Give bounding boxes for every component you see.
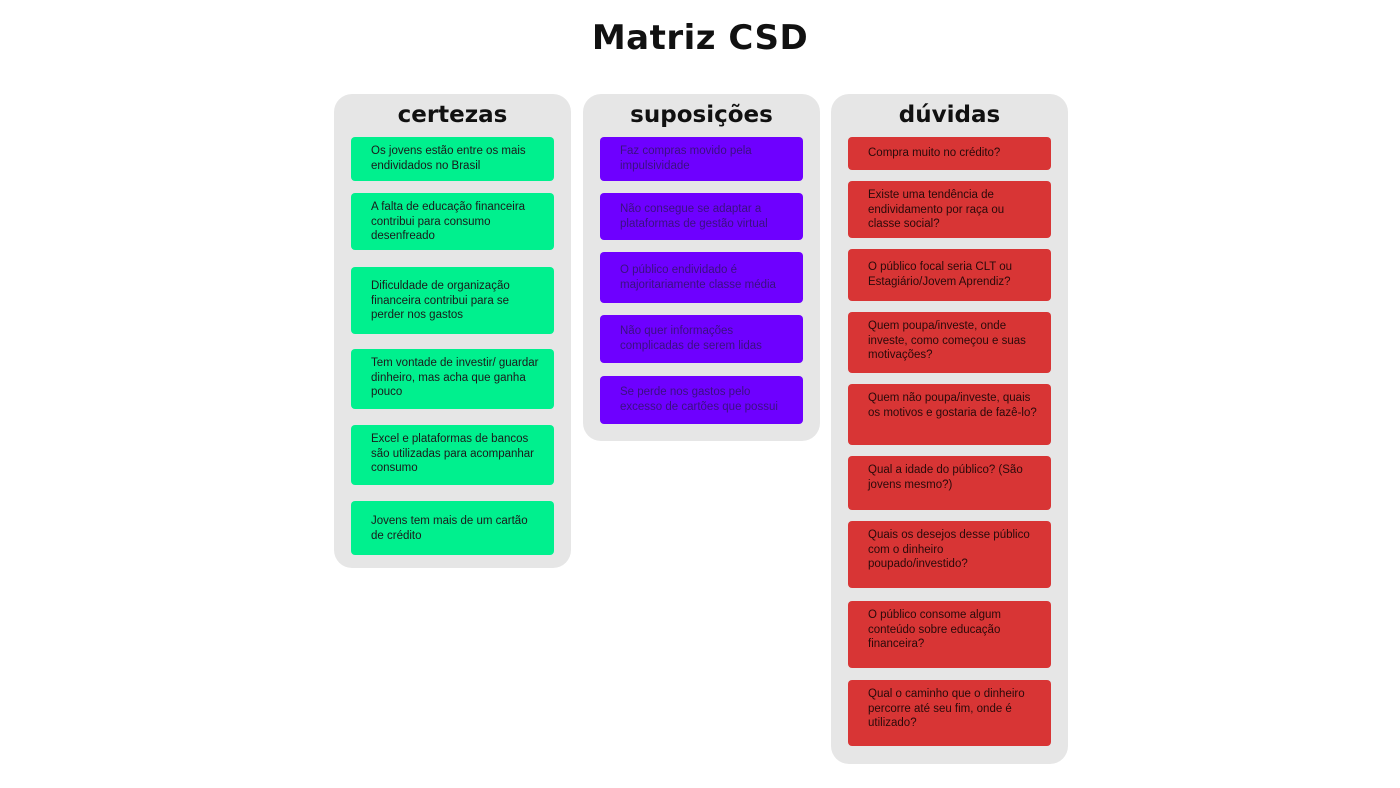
certeza-card[interactable]: Tem vontade de investir/ guardar dinheir… (351, 349, 554, 409)
duvida-card[interactable]: Qual a idade do público? (São jovens mes… (848, 456, 1051, 510)
suposicao-card[interactable]: O público endividado é majoritariamente … (600, 252, 803, 303)
suposicao-card[interactable]: Não quer informações complicadas de sere… (600, 315, 803, 363)
suposicao-card[interactable]: Faz compras movido pela impulsividade (600, 137, 803, 181)
duvida-card[interactable]: O público consome algum conteúdo sobre e… (848, 601, 1051, 668)
suposicao-card[interactable]: Não consegue se adaptar a plataformas de… (600, 193, 803, 240)
duvida-card[interactable]: Quem poupa/investe, onde investe, como c… (848, 312, 1051, 373)
certeza-card[interactable]: A falta de educação financeira contribui… (351, 193, 554, 250)
duvida-card[interactable]: Quais os desejos desse público com o din… (848, 521, 1051, 588)
duvida-card[interactable]: Compra muito no crédito? (848, 137, 1051, 170)
duvida-card[interactable]: O público focal seria CLT ou Estagiário/… (848, 249, 1051, 301)
column-certezas: certezas Os jovens estão entre os mais e… (334, 94, 571, 568)
certeza-card[interactable]: Excel e plataformas de bancos são utiliz… (351, 425, 554, 485)
suposicao-card[interactable]: Se perde nos gastos pelo excesso de cart… (600, 376, 803, 424)
certeza-card[interactable]: Os jovens estão entre os mais endividado… (351, 137, 554, 181)
duvida-card[interactable]: Quem não poupa/investe, quais os motivos… (848, 384, 1051, 445)
column-header-suposicoes: suposições (630, 102, 773, 128)
duvida-card[interactable]: Qual o caminho que o dinheiro percorre a… (848, 680, 1051, 746)
column-suposicoes: suposições Faz compras movido pela impul… (583, 94, 820, 441)
certeza-card[interactable]: Jovens tem mais de um cartão de crédito (351, 501, 554, 555)
certeza-card[interactable]: Dificuldade de organização financeira co… (351, 267, 554, 334)
column-header-certezas: certezas (397, 102, 508, 128)
column-header-duvidas: dúvidas (898, 102, 1001, 128)
column-duvidas: dúvidas Compra muito no crédito? Existe … (831, 94, 1068, 764)
duvida-card[interactable]: Existe uma tendência de endividamento po… (848, 181, 1051, 238)
page-title: Matriz CSD (591, 18, 809, 58)
